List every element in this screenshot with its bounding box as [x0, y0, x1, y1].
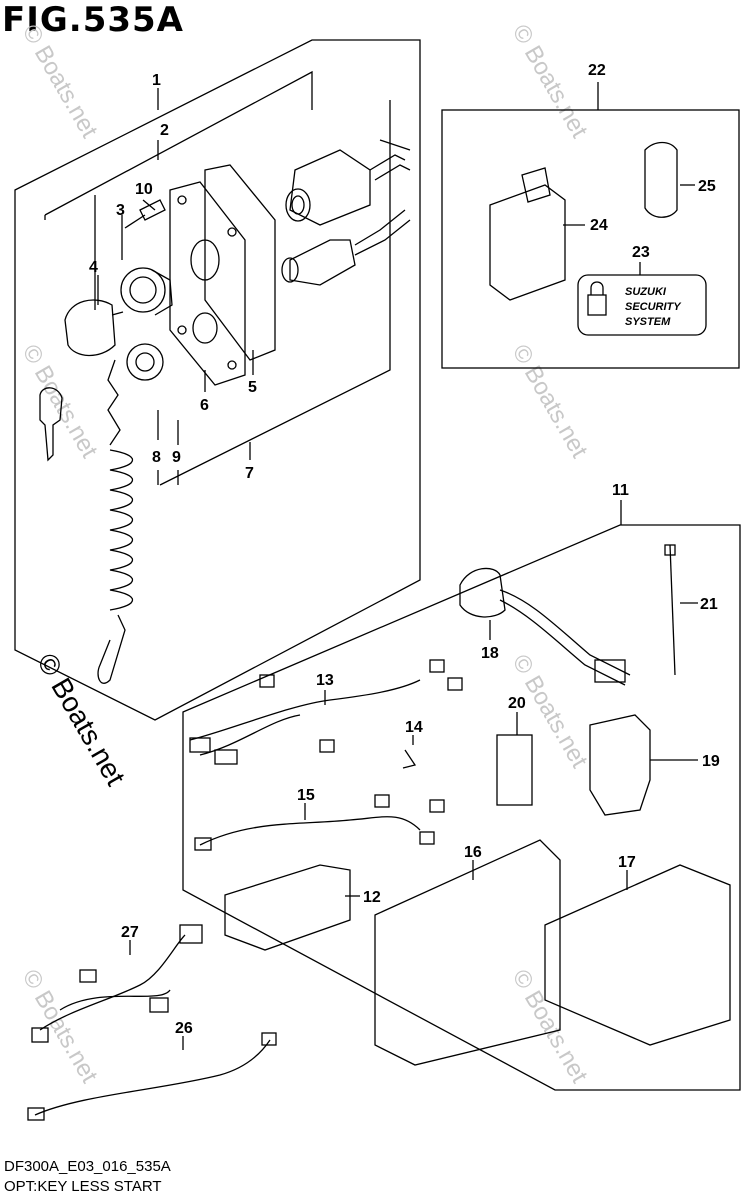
callout-9: 9: [172, 449, 181, 466]
knob-part: [64, 299, 116, 357]
logo-line-1: SUZUKI: [625, 286, 667, 298]
callout-23: 23: [632, 244, 650, 261]
callout-17: 17: [618, 854, 636, 871]
receiver-module-part: [489, 184, 566, 301]
callout-18: 18: [481, 645, 499, 662]
callout-16: 16: [464, 844, 482, 861]
callout-4: 4: [89, 259, 98, 276]
callout-24: 24: [590, 217, 608, 234]
buzzer-part: [459, 567, 506, 618]
callout-6: 6: [200, 397, 209, 414]
group-box-2-outline: [44, 70, 313, 216]
callout-8: 8: [152, 449, 161, 466]
callout-13: 13: [316, 672, 334, 689]
lanyard-clip-part: [107, 359, 121, 446]
callout-1: 1: [152, 72, 161, 89]
callout-14: 14: [405, 719, 423, 736]
harness-13-part: [189, 679, 421, 741]
logo-line-3: SYSTEM: [625, 316, 671, 328]
callout-22: 22: [588, 62, 606, 79]
ring-nut-part: [126, 343, 164, 381]
lanyard-coil-part: [109, 449, 133, 611]
callout-26: 26: [175, 1020, 193, 1037]
stop-switch-part: [281, 209, 411, 286]
panel-plate-part: [169, 181, 246, 386]
nut-part: [120, 267, 173, 316]
callout-3: 3: [116, 202, 125, 219]
relay-part: [589, 714, 651, 816]
ecm-17-part: [544, 864, 731, 1046]
key-part: [39, 387, 63, 462]
key-switch-part: [285, 139, 411, 226]
callout-11: 11: [612, 482, 629, 499]
callout-20: 20: [508, 695, 526, 712]
label-part: [496, 734, 533, 806]
diagram-code: DF300A_E03_016_535A: [4, 1158, 171, 1175]
logo-line-2: SECURITY: [625, 301, 682, 313]
harness-26-part: [34, 1039, 271, 1116]
cable-tie-part: [669, 544, 676, 676]
diagram-description: OPT:KEY LESS START: [4, 1178, 162, 1195]
key-fob-part: [644, 141, 678, 218]
harness-27-part: [39, 934, 186, 1031]
case-12-part: [224, 864, 351, 951]
figure-title: FIG.535A: [2, 0, 184, 40]
group-box-22: [441, 109, 740, 369]
callout-21: 21: [700, 596, 718, 613]
security-label-part: [577, 274, 707, 336]
ecm-16-part: [374, 839, 561, 1066]
callout-10: 10: [135, 181, 153, 198]
callout-15: 15: [297, 787, 315, 804]
callout-7: 7: [245, 465, 254, 482]
callout-2: 2: [160, 122, 169, 139]
group-box-11: [182, 524, 741, 1091]
callout-25: 25: [698, 178, 716, 195]
screw-part: [139, 199, 166, 221]
gasket-part: [204, 164, 276, 361]
group-box-1: [14, 39, 421, 721]
callout-5: 5: [248, 379, 257, 396]
callout-19: 19: [702, 753, 720, 770]
lanyard-hook-part: [97, 614, 126, 684]
callout-12: 12: [363, 889, 381, 906]
bolt-14-part: [402, 749, 417, 769]
harness-15-part: [199, 816, 421, 846]
callout-27: 27: [121, 924, 139, 941]
